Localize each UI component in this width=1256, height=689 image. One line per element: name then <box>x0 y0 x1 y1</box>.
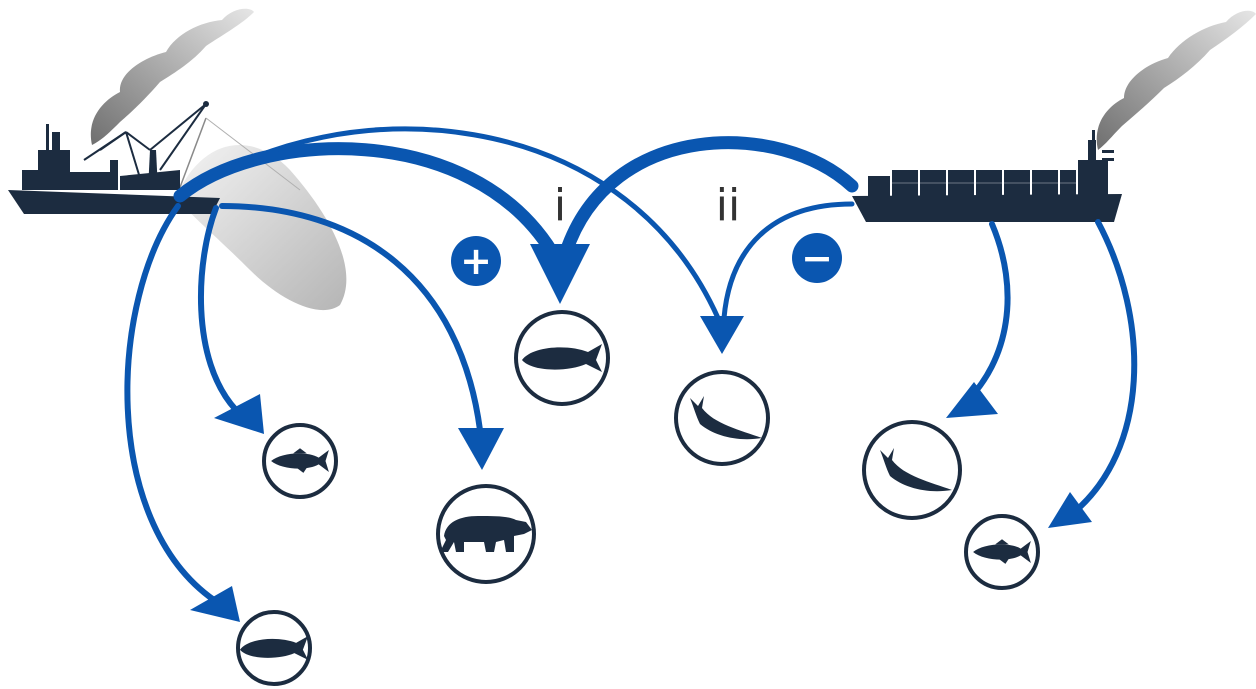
container-ship-icon <box>852 130 1122 222</box>
fish-icon-bottom <box>238 612 310 684</box>
pathway-label-ii: ii <box>716 180 740 231</box>
fish-icon-right <box>966 516 1038 588</box>
positive-sign: + <box>460 239 492 283</box>
arrowhead-fish-1 <box>214 394 264 434</box>
positive-effect-badge: + <box>451 236 501 286</box>
fish-icon <box>264 425 336 497</box>
polar-bear-icon <box>438 486 534 582</box>
whale-icon <box>676 372 768 464</box>
whale-icon-right <box>864 422 960 518</box>
negative-effect-badge: − <box>792 233 842 283</box>
arrowhead-whale-right <box>946 382 998 418</box>
negative-sign: − <box>801 236 833 280</box>
arrow-cargo-to-fish <box>1072 222 1134 514</box>
arrowhead-whale-center <box>700 316 744 354</box>
arrowhead-central-fish <box>530 244 590 304</box>
central-fish-icon <box>516 312 608 404</box>
arrowhead-fish-2 <box>190 586 240 622</box>
arrow-cargo-to-whale-2 <box>964 224 1008 404</box>
smoke-plume-left-icon <box>91 9 254 145</box>
smoke-plume-right-icon <box>1097 11 1256 150</box>
pathway-label-i: i <box>554 180 566 231</box>
arrowhead-bear <box>458 428 504 470</box>
